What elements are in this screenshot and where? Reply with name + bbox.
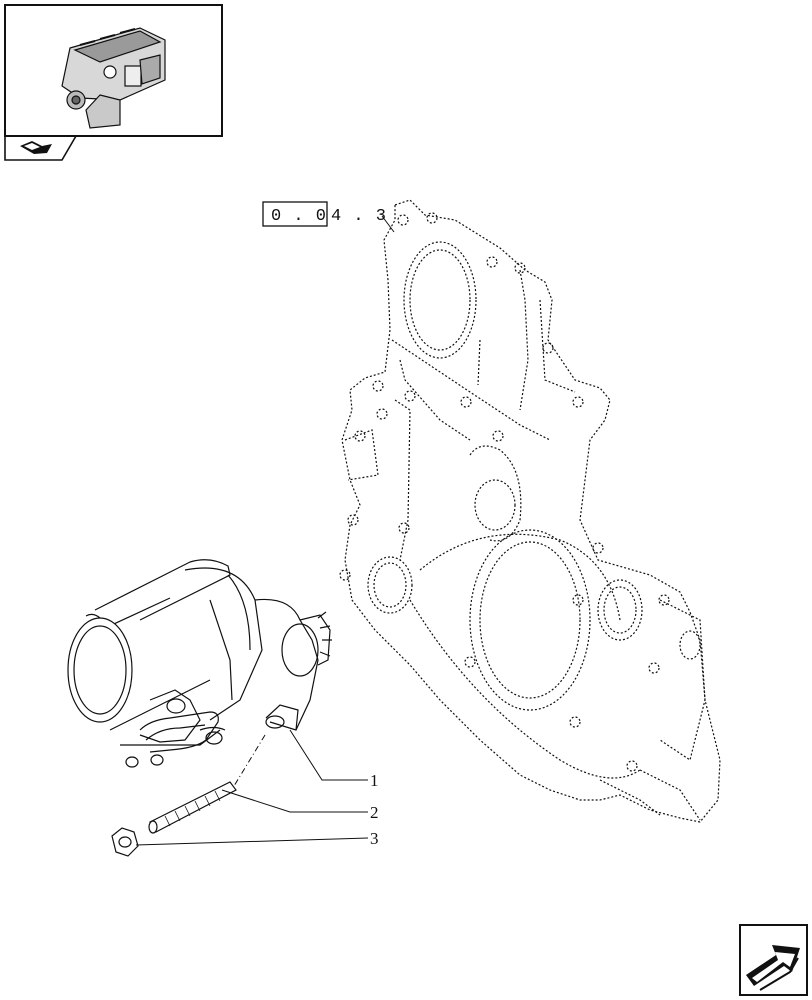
book-tab[interactable] bbox=[4, 135, 77, 161]
callout-2[interactable]: 2 bbox=[370, 803, 379, 822]
callout-3[interactable]: 3 bbox=[370, 829, 379, 848]
nut[interactable] bbox=[111, 827, 139, 857]
flywheel-housing bbox=[339, 199, 721, 823]
bolt[interactable] bbox=[148, 781, 237, 834]
book-icon bbox=[20, 141, 52, 154]
reference-boxed-text: 0 . 0 bbox=[271, 207, 327, 226]
starter-motor[interactable] bbox=[67, 559, 332, 768]
leader-line-1 bbox=[289, 729, 368, 781]
leader-line-2 bbox=[221, 789, 368, 813]
reference-label[interactable]: 0 . 0 4 . 3 bbox=[262, 201, 395, 233]
callout-1[interactable]: 1 bbox=[370, 771, 379, 790]
engine-thumbnail-panel[interactable] bbox=[4, 4, 223, 137]
engine-thumbnail-icon bbox=[61, 27, 166, 129]
leader-line-3 bbox=[135, 837, 369, 846]
callout-leaders bbox=[135, 729, 369, 846]
next-page-arrow-icon bbox=[746, 945, 800, 991]
next-page-button[interactable] bbox=[739, 924, 808, 996]
assembly-centerline bbox=[233, 734, 266, 787]
reference-suffix-text: 4 . 3 bbox=[331, 207, 387, 226]
